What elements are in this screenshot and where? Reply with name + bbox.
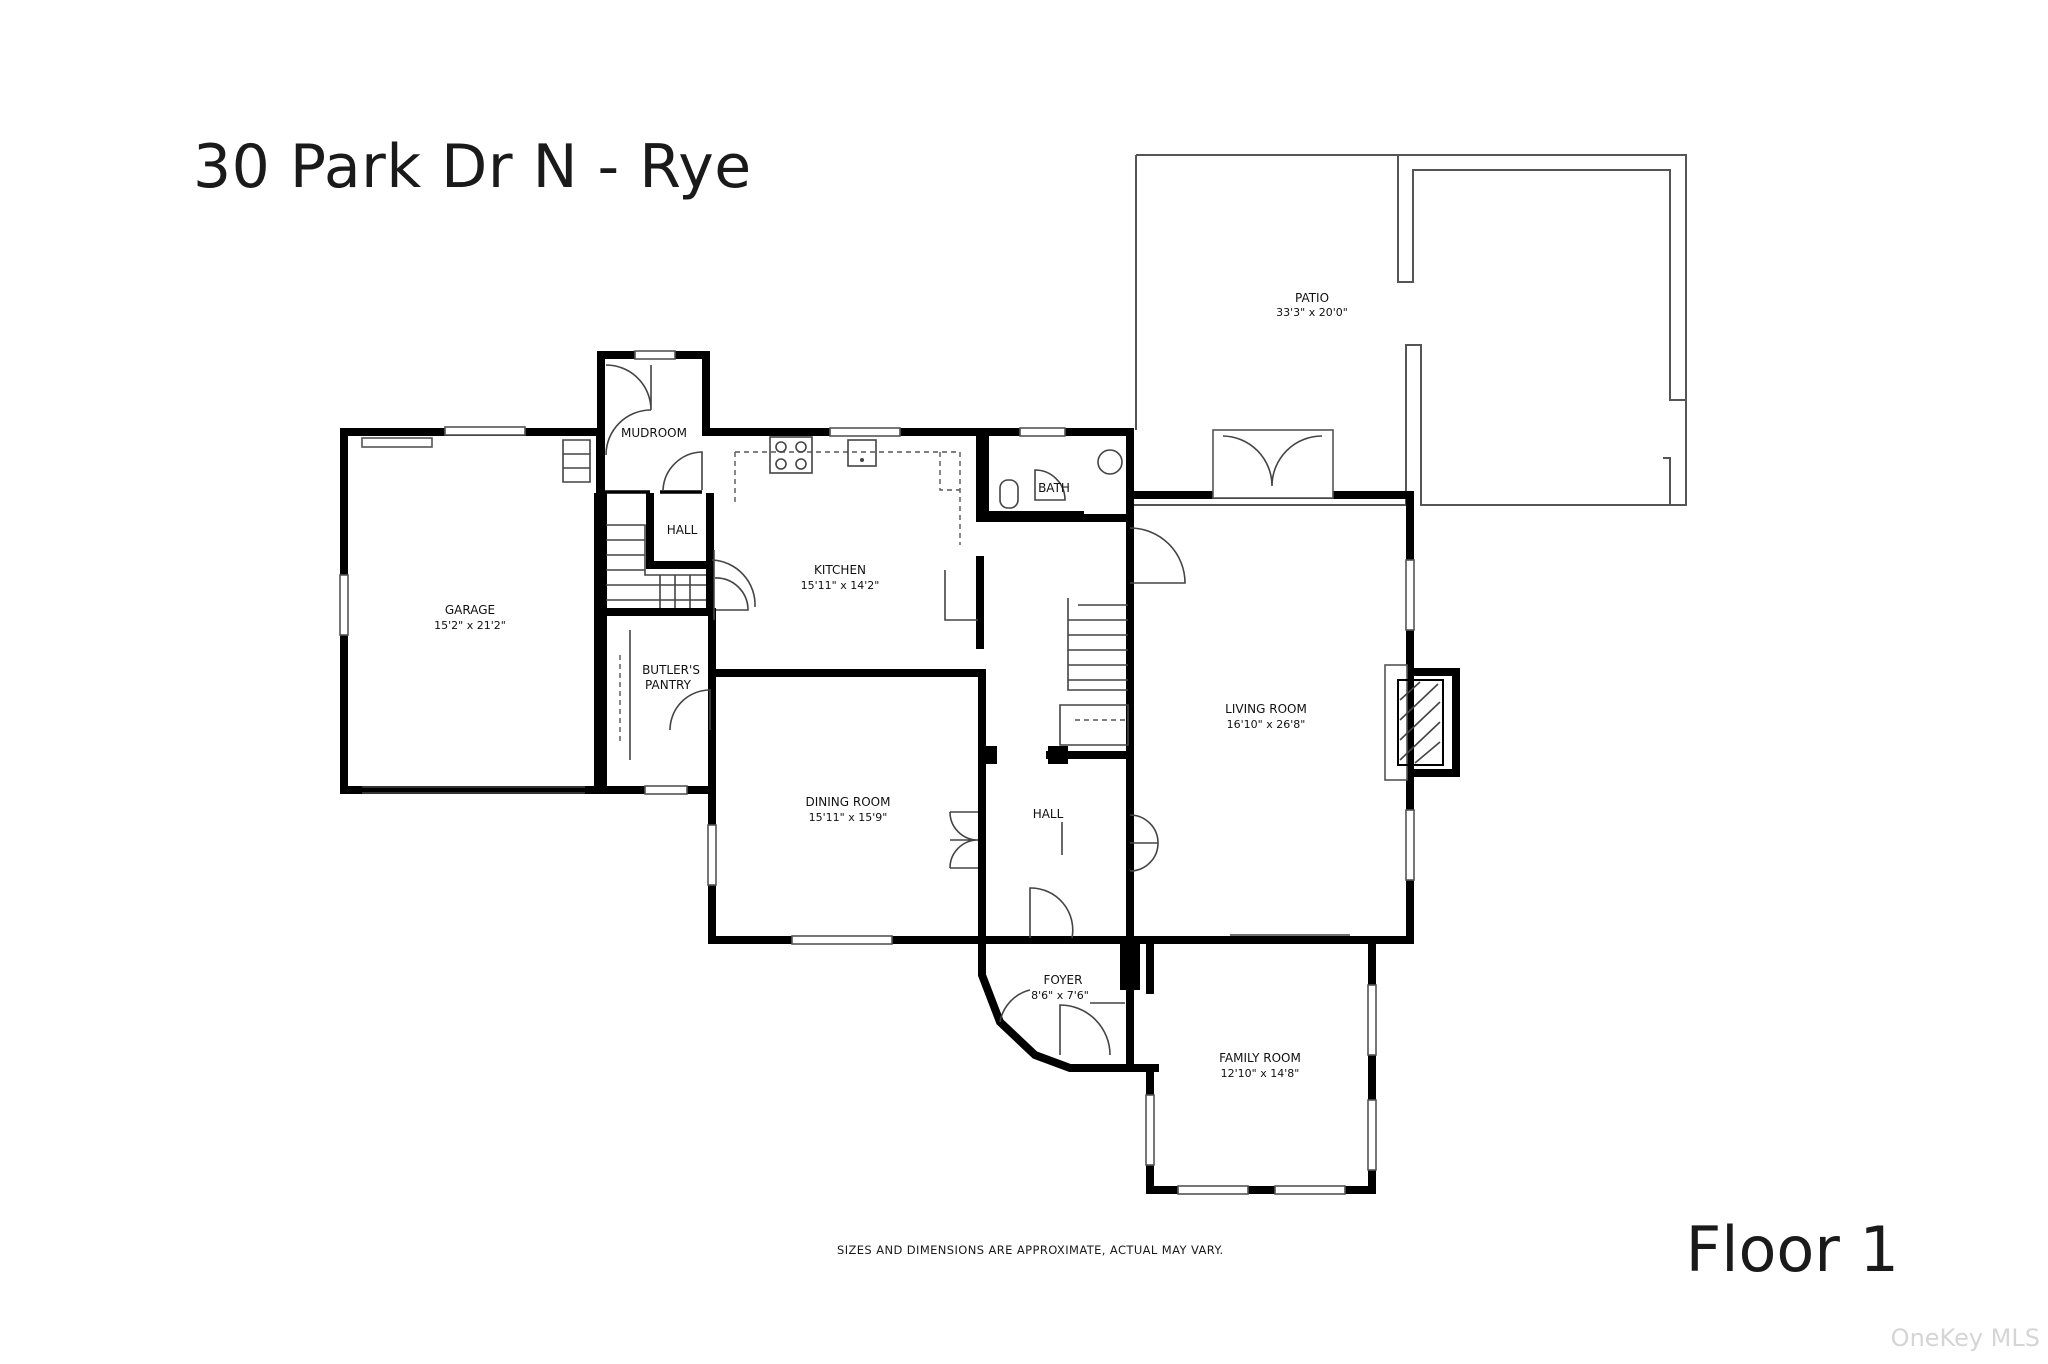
bath-sink-icon — [1097, 449, 1123, 475]
floor-label: Floor 1 — [1685, 1213, 1899, 1286]
family-room-label: FAMILY ROOM — [1219, 1051, 1301, 1065]
butlers-pantry-label-2: PANTRY — [645, 678, 692, 692]
stove-icon — [769, 436, 813, 474]
living-room-walls — [1126, 429, 1460, 944]
toilet-icon — [999, 479, 1019, 509]
kitchen-dims: 15'11" x 14'2" — [801, 579, 880, 592]
kitchen-walls — [702, 427, 984, 677]
dining-window-left — [707, 824, 717, 886]
bath-window — [1019, 427, 1066, 437]
patio-dims: 33'3" x 20'0" — [1276, 306, 1348, 319]
mudroom-walls — [597, 350, 984, 501]
plan-title: 30 Park Dr N - Rye — [193, 132, 752, 202]
fireplace-icon — [1397, 679, 1444, 766]
family-window-bottom-2 — [1274, 1185, 1346, 1195]
family-window-right-2 — [1367, 1099, 1377, 1171]
garage-window-top — [444, 426, 526, 436]
hall-main-label: HALL — [1033, 807, 1064, 821]
foyer-dims: 8'6" x 7'6" — [1031, 989, 1089, 1002]
mudroom-label: MUDROOM — [621, 426, 687, 440]
living-window-2 — [1405, 809, 1415, 881]
family-room-dims: 12'10" x 14'8" — [1221, 1067, 1300, 1080]
disclaimer-text: SIZES AND DIMENSIONS ARE APPROXIMATE, AC… — [837, 1243, 1224, 1257]
dining-window-bottom — [791, 935, 893, 945]
dining-room-label: DINING ROOM — [806, 795, 891, 809]
family-window-left — [1145, 1094, 1155, 1166]
family-window-right-1 — [1367, 984, 1377, 1056]
bath-label: BATH — [1038, 481, 1070, 495]
kitchen-sink-icon — [847, 439, 877, 467]
foyer-walls — [978, 936, 1159, 1072]
living-room-label: LIVING ROOM — [1225, 702, 1307, 716]
back-hall-walls — [599, 493, 749, 616]
foyer-label: FOYER — [1044, 973, 1083, 987]
patio-outline — [1130, 154, 1687, 506]
hearth — [1384, 664, 1408, 781]
hall-upper-label: HALL — [667, 523, 698, 537]
living-room-dims: 16'10" x 26'8" — [1227, 718, 1306, 731]
garage-window-left — [339, 574, 349, 636]
kitchen-label: KITCHEN — [814, 563, 866, 577]
garage-label: GARAGE — [445, 603, 495, 617]
hall-walls — [978, 514, 1186, 944]
mudroom-window — [634, 350, 676, 360]
bath-walls — [981, 427, 1134, 522]
garage-shelf — [361, 437, 433, 448]
butlers-pantry-walls — [599, 616, 716, 795]
kitchen-window — [829, 427, 901, 437]
family-window-bottom-1 — [1177, 1185, 1249, 1195]
garage-dims: 15'2" x 21'2" — [434, 619, 506, 632]
pantry-window — [644, 785, 688, 795]
living-window-1 — [1405, 559, 1415, 631]
dining-room-dims: 15'11" x 15'9" — [809, 811, 888, 824]
watermark: OneKey MLS — [1890, 1324, 2040, 1352]
butlers-pantry-label-1: BUTLER'S — [642, 663, 700, 677]
dining-room-walls — [707, 669, 986, 945]
patio-door — [1212, 429, 1334, 499]
family-room-walls — [1145, 936, 1377, 1195]
patio-label: PATIO — [1295, 291, 1329, 305]
